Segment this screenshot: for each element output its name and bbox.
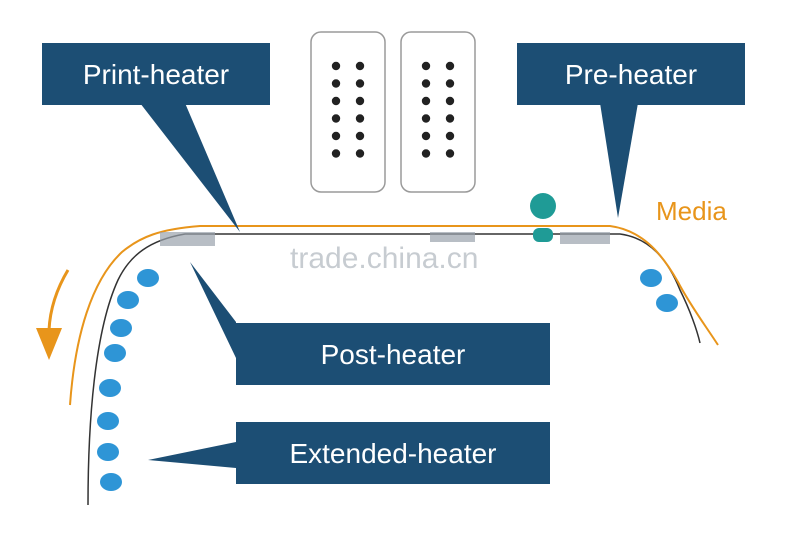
heater-dot <box>117 291 139 309</box>
nozzle-dot <box>445 114 455 123</box>
callout-post-heater: Post-heater <box>190 262 550 385</box>
callout-pre-heater: Pre-heater <box>517 43 745 218</box>
heater-dot <box>656 294 678 312</box>
heater-dot <box>97 412 119 430</box>
pre-heater-label: Pre-heater <box>565 59 697 90</box>
nozzle-dot <box>421 61 431 71</box>
extended-heater-label: Extended-heater <box>289 438 496 469</box>
watermark: trade.china.cn <box>290 242 478 275</box>
callout-extended-heater: Extended-heater <box>148 422 550 484</box>
teal-dots <box>530 193 556 242</box>
print-heater-label: Print-heater <box>83 59 229 90</box>
nozzle-dot <box>331 96 341 106</box>
heater-dot <box>100 473 122 491</box>
heater-dot <box>99 379 121 397</box>
heater-dots <box>97 269 678 491</box>
callout-box <box>236 422 550 484</box>
nozzle-dot <box>421 114 431 123</box>
print-head-right <box>400 31 476 193</box>
print-heater-platen-blocks <box>160 232 610 246</box>
heater-dot <box>137 269 159 287</box>
nozzle-dot <box>421 96 431 106</box>
callout-pointer <box>600 103 638 218</box>
callout-box <box>236 323 550 385</box>
post-heater-label: Post-heater <box>321 339 466 370</box>
nozzle-dot <box>421 149 431 158</box>
callout-print-heater: Print-heater <box>42 43 270 232</box>
nozzle-dot <box>355 114 365 123</box>
nozzle-dot <box>445 149 455 158</box>
media-path <box>69 225 719 406</box>
print-head-icon <box>331 61 365 158</box>
media-label: Media <box>656 196 727 226</box>
nozzle-dot <box>331 149 341 158</box>
nozzle-dot <box>421 131 431 141</box>
nozzle-dot <box>355 61 365 71</box>
nozzle-dot <box>355 149 365 158</box>
callout-pointer <box>190 262 236 358</box>
nozzle-dot <box>445 131 455 141</box>
teal-dot <box>530 193 556 219</box>
callout-pointer <box>140 103 240 232</box>
nozzle-dot <box>355 131 365 141</box>
teal-dot <box>533 228 553 242</box>
arrow-down-icon <box>36 269 70 360</box>
heater-dot <box>110 319 132 337</box>
print-head-body <box>400 31 476 193</box>
callout-box <box>42 43 270 105</box>
nozzle-dot <box>331 114 341 123</box>
heater-dot <box>97 443 119 461</box>
print-head-body <box>310 31 386 193</box>
nozzle-dot <box>421 79 431 88</box>
nozzle-dot <box>355 79 365 88</box>
heater-dot <box>104 344 126 362</box>
nozzle-dot <box>445 79 455 88</box>
print-head-left <box>310 31 386 193</box>
nozzle-dot <box>331 61 341 71</box>
nozzle-dot <box>445 96 455 106</box>
nozzle-dot <box>355 96 365 106</box>
callout-box <box>517 43 745 105</box>
nozzle-dot <box>445 61 455 71</box>
nozzle-dot <box>331 79 341 88</box>
nozzle-dot <box>331 131 341 141</box>
print-head-icon <box>421 61 455 158</box>
heater-dot <box>640 269 662 287</box>
callout-pointer <box>148 442 236 468</box>
